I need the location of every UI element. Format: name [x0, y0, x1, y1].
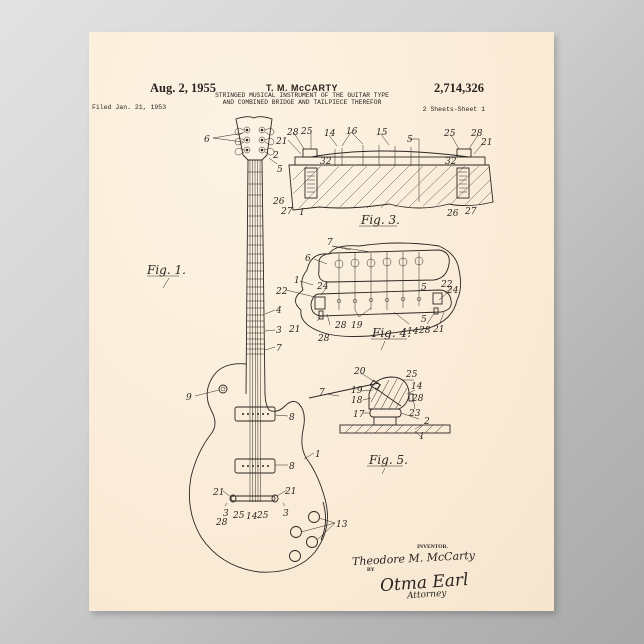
- svg-text:16: 16: [346, 127, 358, 137]
- patent-number: 2,714,326: [434, 81, 484, 95]
- fig4-label: Fig. 4.: [371, 326, 411, 340]
- svg-text:32: 32: [445, 157, 457, 167]
- svg-text:7: 7: [276, 344, 282, 354]
- svg-text:21: 21: [212, 488, 224, 498]
- sheet-count: 2 Sheets-Sheet 1: [422, 106, 485, 113]
- svg-text:2: 2: [272, 151, 279, 161]
- svg-text:5: 5: [421, 283, 427, 293]
- svg-text:2: 2: [423, 417, 430, 427]
- fig4-bridge-perspective: 7 6 1 22 24 21 28 28 19 14 28 21 22 24 5…: [275, 238, 462, 351]
- filed-date: Filed Jan. 21, 1953: [92, 104, 167, 111]
- svg-text:7: 7: [319, 388, 325, 398]
- svg-text:25: 25: [300, 127, 313, 137]
- patent-title-line-1: STRINGED MUSICAL INSTRUMENT OF THE GUITA…: [215, 92, 389, 99]
- svg-text:25: 25: [443, 129, 456, 139]
- svg-text:14: 14: [324, 129, 336, 139]
- svg-text:26: 26: [446, 209, 459, 219]
- svg-text:28: 28: [317, 334, 330, 344]
- svg-text:24: 24: [316, 282, 329, 292]
- svg-text:22: 22: [440, 280, 453, 290]
- inventor-label: INVENTOR.: [417, 544, 448, 550]
- svg-text:23: 23: [408, 409, 421, 419]
- svg-text:14: 14: [246, 512, 258, 522]
- svg-text:24: 24: [446, 286, 459, 296]
- svg-text:14: 14: [411, 382, 423, 392]
- svg-text:3: 3: [276, 326, 282, 336]
- svg-text:28: 28: [334, 321, 347, 331]
- svg-text:19: 19: [351, 386, 363, 396]
- svg-text:27: 27: [464, 207, 477, 217]
- svg-text:21: 21: [275, 137, 287, 147]
- svg-text:20: 20: [353, 367, 366, 377]
- svg-text:5: 5: [407, 135, 413, 145]
- svg-text:28: 28: [411, 394, 424, 404]
- svg-text:28: 28: [470, 129, 483, 139]
- svg-text:21: 21: [480, 138, 492, 148]
- svg-text:17: 17: [353, 410, 365, 420]
- svg-text:3: 3: [223, 509, 229, 519]
- patent-title-line-2: AND COMBINED BRIDGE AND TAILPIECE THEREF…: [222, 99, 382, 106]
- fig5-label: Fig. 5.: [368, 453, 408, 467]
- patent-drawing: 6 5 4 3 7 9 8 8 1 21 21 3 3 28 25 14 25 …: [146, 116, 494, 573]
- fig3-bridge-section: 28 25 14 16 15 5 25 28 21 21 2 26 27 1 2…: [272, 127, 494, 227]
- svg-text:21: 21: [284, 487, 296, 497]
- svg-text:21: 21: [432, 325, 444, 335]
- svg-text:32: 32: [320, 157, 332, 167]
- svg-text:8: 8: [289, 413, 295, 423]
- svg-text:8: 8: [289, 462, 295, 472]
- svg-text:14: 14: [407, 327, 419, 337]
- svg-text:4: 4: [275, 306, 282, 316]
- svg-text:25: 25: [232, 511, 245, 521]
- by-label: BY: [367, 567, 375, 573]
- svg-text:3: 3: [283, 509, 289, 519]
- svg-text:6: 6: [305, 254, 311, 264]
- svg-text:5: 5: [421, 315, 427, 325]
- svg-text:1: 1: [315, 450, 321, 460]
- svg-text:1: 1: [294, 276, 300, 286]
- svg-text:28: 28: [215, 518, 228, 528]
- svg-text:26: 26: [272, 197, 285, 207]
- svg-text:28: 28: [418, 326, 431, 336]
- svg-text:27: 27: [280, 207, 293, 217]
- svg-text:9: 9: [186, 393, 192, 403]
- svg-text:6: 6: [204, 135, 210, 145]
- svg-text:7: 7: [327, 238, 333, 248]
- patent-date: Aug. 2, 1955: [150, 81, 216, 95]
- fig1-guitar-drawing: 6 5 4 3 7 9 8 8 1 21 21 3 3 28 25 14 25 …: [146, 116, 348, 573]
- svg-text:25: 25: [405, 370, 418, 380]
- inventor-header: T. M. McCARTY: [265, 83, 339, 93]
- svg-text:1: 1: [419, 432, 425, 442]
- svg-text:1: 1: [299, 208, 305, 218]
- svg-text:15: 15: [376, 128, 388, 138]
- svg-text:21: 21: [288, 325, 300, 335]
- patent-poster: Aug. 2, 1955 T. M. McCARTY 2,714,326 STR…: [89, 32, 554, 611]
- svg-text:28: 28: [286, 128, 299, 138]
- svg-text:13: 13: [336, 520, 348, 530]
- fig1-label: Fig. 1.: [146, 263, 186, 277]
- svg-text:19: 19: [351, 321, 363, 331]
- svg-text:22: 22: [275, 287, 288, 297]
- svg-text:25: 25: [256, 511, 269, 521]
- fig3-label: Fig. 3.: [360, 213, 400, 227]
- svg-text:5: 5: [277, 165, 283, 175]
- fig5-cross-section: 7 20 25 14 19 18 28 17 23 2 1 Fig. 5.: [308, 367, 451, 475]
- svg-text:18: 18: [351, 396, 363, 406]
